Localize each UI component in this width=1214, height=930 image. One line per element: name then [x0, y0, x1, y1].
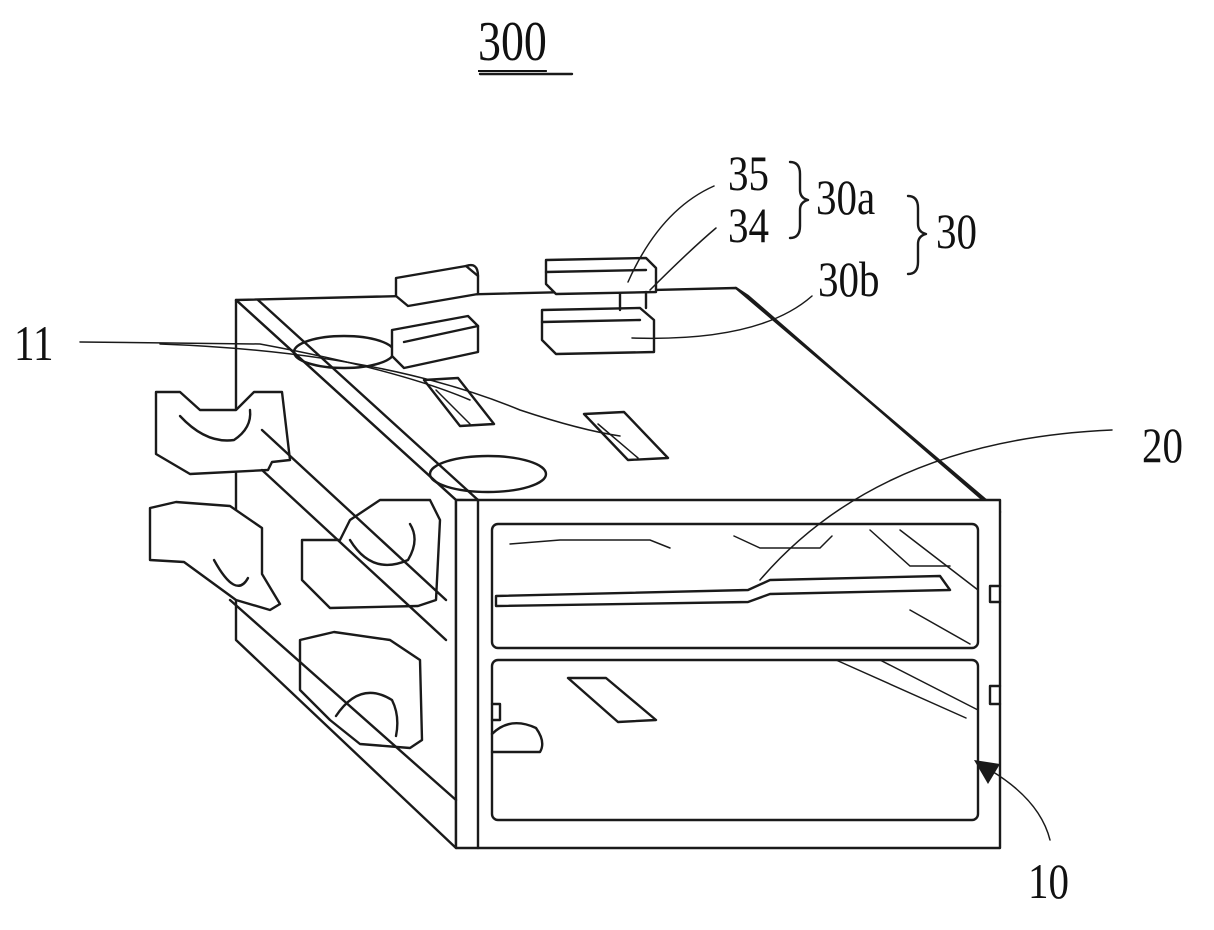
solder-leg-1-arc [178, 408, 252, 442]
figure-title: 300 [478, 11, 547, 73]
latch-inner-line-1 [435, 389, 471, 425]
lower-inner-diagonal-2 [879, 659, 979, 711]
upper-inner-ledge [509, 539, 671, 549]
label-30b: 30b [818, 251, 880, 307]
arrowhead-10 [974, 760, 1000, 784]
side-rib-2 [260, 428, 448, 602]
lower-port-curve [490, 722, 544, 754]
rear-tab-right-lower-30b [540, 306, 656, 356]
solder-leg-4 [298, 630, 424, 750]
solder-leg-3-arc [212, 558, 250, 587]
lower-port-latch-window [566, 676, 658, 724]
brace-30a [788, 160, 810, 240]
label-34: 34 [728, 197, 769, 253]
rear-tab-right-lower-top [540, 318, 642, 324]
right-notch-upper [988, 584, 1002, 604]
leader-30b [631, 295, 813, 340]
leader-20 [759, 429, 1113, 581]
side-rib-1 [260, 468, 448, 642]
label-11: 11 [14, 315, 54, 371]
lower-port-opening [490, 658, 980, 822]
leader-34 [649, 227, 717, 291]
side-rib-3 [228, 598, 458, 802]
lower-inner-diagonal-1 [835, 659, 967, 719]
label-30: 30 [936, 203, 977, 259]
solder-leg-1 [154, 390, 292, 476]
rear-tab-right-upper-top [544, 268, 648, 274]
rear-tab-left-lower [390, 314, 480, 370]
leader-11-a [79, 341, 471, 401]
solder-leg-3 [148, 500, 282, 612]
right-notch-lower [988, 684, 1002, 706]
top-latch-window-1 [422, 376, 496, 428]
solder-leg-4-arc [334, 691, 399, 738]
rear-tab-left-lower-top [402, 324, 480, 344]
solder-leg-2 [300, 498, 442, 610]
top-face-hole-front [428, 454, 548, 494]
tab-bend-34 [618, 290, 648, 312]
label-10: 10 [1028, 853, 1069, 909]
leader-11-b [159, 343, 621, 437]
top-latch-window-2 [582, 410, 670, 462]
lower-port-left-notch [490, 702, 502, 722]
solder-leg-2-arc [348, 522, 416, 567]
rear-tab-left-upper-curve [464, 263, 480, 278]
brace-30 [906, 194, 928, 276]
upper-floor-line [909, 609, 971, 645]
contact-edge [869, 529, 951, 567]
leader-35 [627, 185, 715, 283]
shell-left-edge-inner [256, 298, 480, 502]
front-face [454, 498, 1002, 850]
upper-inner-diagonal [899, 529, 979, 591]
label-20: 20 [1142, 417, 1183, 473]
shell-right-edge [734, 286, 992, 508]
rear-tab-right-upper-35 [544, 256, 658, 296]
label-30a: 30a [816, 169, 876, 225]
upper-port-opening [490, 522, 980, 650]
leader-10 [989, 769, 1051, 841]
label-35: 35 [728, 145, 769, 201]
latch-inner-line-2 [597, 423, 639, 459]
tongue-plate [494, 574, 952, 608]
